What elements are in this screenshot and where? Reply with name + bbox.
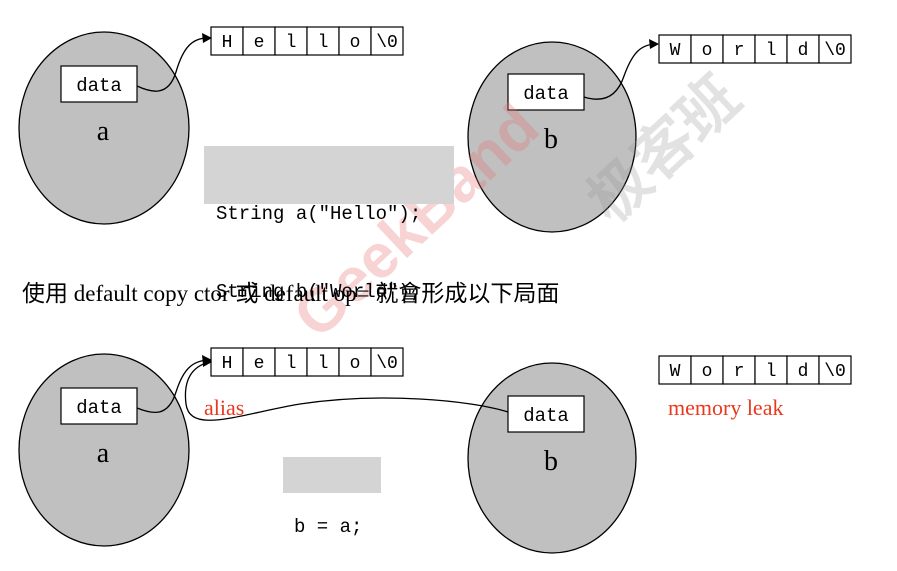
data-label-b-bottom: data [523,405,569,427]
world-top-cell [690,34,724,64]
world-top-char: o [702,41,713,61]
world-top-cell [722,34,756,64]
world-top-char: \0 [824,41,846,61]
var-label-b-top: b [544,124,558,155]
world-orphan-cell [818,355,852,385]
hello-bottom-char: o [350,354,361,374]
hello-top-cell [338,26,372,56]
world-top-cell [786,34,820,64]
hello-top-char: \0 [376,33,398,53]
var-label-a-bottom: a [97,438,110,469]
hello-top-char: H [222,33,233,53]
code-block-init: String a("Hello"); String b("World"); [204,146,454,303]
hello-bottom-char: l [318,354,329,374]
hello-bottom-char: H [222,354,233,374]
world-orphan-char: W [670,362,681,382]
hello-bottom-cell [370,347,404,377]
code-line-1: String a("Hello"); [216,203,422,225]
memory-leak-note: memory leak [668,395,784,420]
hello-top-cell [242,26,276,56]
world-orphan-char: r [734,362,745,382]
hello-bottom-char: l [286,354,297,374]
arrowhead-a-top [202,33,212,43]
data-label-a-top: data [76,75,122,97]
code-line-2: String b("World"); [216,281,422,303]
world-top-cell [818,34,852,64]
pointer-b-to-world-top [583,43,658,100]
hello-top-cell [370,26,404,56]
world-top-char: d [798,41,809,61]
hello-top-char: o [350,33,361,53]
pointer-a-to-hello-bottom [136,359,211,414]
hello-top-char: l [318,33,329,53]
world-orphan-char: l [766,362,777,382]
hello-bottom-char: \0 [376,354,398,374]
world-orphan-cell [754,355,788,385]
var-label-a-top: a [97,116,110,147]
data-label-b-top: data [523,83,569,105]
hello-bottom-cell [306,347,340,377]
world-orphan-char: d [798,362,809,382]
world-top-cell [658,34,692,64]
world-top-char: l [766,41,777,61]
hello-bottom-char: e [254,354,265,374]
world-top-char: W [670,41,681,61]
data-box-a-top [60,65,138,103]
code-block-assign: b = a; [283,457,381,538]
world-orphan-char: \0 [824,362,846,382]
hello-top-char: e [254,33,265,53]
world-orphan-cell [722,355,756,385]
caption-text: 使用 default copy ctor 或 default op= 就會形成以… [22,281,560,306]
pointer-a-to-hello-top [136,37,211,92]
alias-note: alias [204,395,245,420]
data-box-a-bottom [60,387,138,425]
hello-bottom-cell [274,347,308,377]
arrowhead-b-top [649,39,659,49]
data-box-b-top [507,73,585,111]
world-orphan-cell [690,355,724,385]
data-label-a-bottom: data [76,397,122,419]
hello-bottom-cell [338,347,372,377]
hello-top-cell [274,26,308,56]
world-top-char: r [734,41,745,61]
world-orphan-char: o [702,362,713,382]
code-line-assign: b = a; [294,516,363,538]
var-label-b-bottom: b [544,446,558,477]
pointer-b-to-hello-alias [184,361,509,421]
data-box-b-bottom [507,395,585,433]
world-orphan-cell [786,355,820,385]
hello-top-char: l [286,33,297,53]
world-orphan-cell [658,355,692,385]
arrowhead-b-bottom [203,357,212,367]
